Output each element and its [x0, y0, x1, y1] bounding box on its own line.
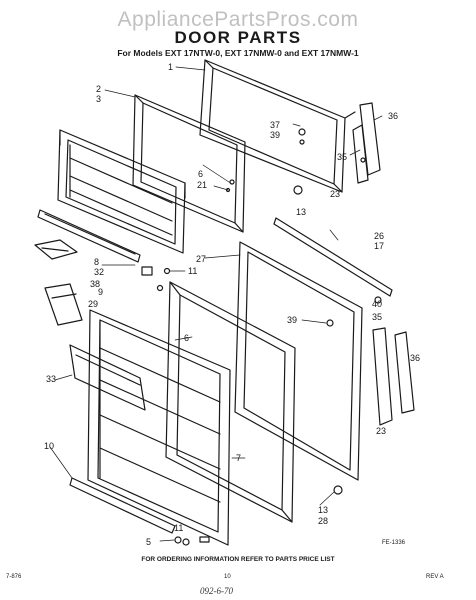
callout-label: 10 [44, 441, 54, 451]
ordering-note: FOR ORDERING INFORMATION REFER TO PARTS … [141, 556, 335, 563]
callout-label: 39 [287, 315, 297, 325]
toe-trim-icon [69, 477, 176, 534]
freezer-door-liner-icon [132, 94, 246, 233]
callout-label: 13 [296, 207, 306, 217]
dairy-bin-icon [44, 283, 83, 326]
revision-label: REV A [426, 574, 444, 580]
callout-label: 6 [184, 333, 189, 343]
door-stop-icon [141, 266, 171, 292]
leader-lines [49, 66, 383, 542]
left-code: 7-876 [6, 574, 22, 580]
screw-icon [293, 185, 303, 195]
callout-label: 23 [376, 426, 386, 436]
callout-label: 5 [146, 537, 151, 547]
callout-label: 38 [90, 279, 100, 289]
callout-label: 17 [374, 241, 384, 251]
callout-label: 39 [270, 130, 280, 140]
callout-label: 7 [236, 453, 241, 463]
watermark-text: AppliancePartsPros.com [117, 8, 359, 31]
freezer-door-gasket-icon [199, 59, 346, 193]
callout-label: 2 [96, 84, 101, 94]
callout-label: 11 [188, 266, 197, 276]
door-shelf-bar-icon [37, 209, 141, 263]
callout-label: 9 [98, 287, 103, 297]
callout-label: 11 [174, 523, 183, 533]
door-bin-icon [69, 344, 146, 411]
callout-label: 13 [318, 505, 328, 515]
freezer-door-assembly-icon [57, 129, 186, 254]
upper-hinge-icon [344, 102, 381, 184]
callout-label: 29 [88, 299, 98, 309]
fresh-food-door-assembly-icon [87, 309, 231, 546]
callout-label: 21 [197, 180, 207, 190]
callout-label: 1 [168, 62, 173, 72]
egg-tray-icon [34, 239, 78, 260]
bottom-screws-icon [174, 536, 210, 546]
callout-label: 36 [410, 353, 420, 363]
fresh-food-door-gasket-icon [234, 241, 363, 495]
callout-label: 32 [94, 267, 104, 277]
callout-label: 27 [196, 254, 206, 264]
page-number: 10 [224, 574, 231, 580]
page-title: DOOR PARTS [174, 28, 302, 47]
callout-label: 26 [374, 231, 384, 241]
callout-label: 35 [372, 312, 382, 322]
handwritten-note: 092-6-70 [200, 586, 233, 596]
callout-label: 40 [372, 299, 382, 309]
lower-hinge-icon [372, 296, 415, 426]
callout-label: 37 [270, 120, 280, 130]
callout-label: 3 [96, 94, 101, 104]
door-trim-strip-icon [273, 217, 393, 297]
fresh-food-door-liner-icon [165, 281, 296, 523]
figure-code: FE-1336 [382, 540, 406, 546]
page-subtitle: For Models EXT 17NTW-0, EXT 17NMW-0 and … [117, 48, 359, 58]
callout-label: 28 [318, 516, 328, 526]
callout-label: 6 [198, 169, 203, 179]
callout-label: 35 [337, 152, 347, 162]
callout-label: 23 [330, 189, 340, 199]
callout-label: 8 [94, 257, 99, 267]
callout-label: 36 [388, 111, 398, 121]
callout-label: 33 [46, 374, 56, 384]
